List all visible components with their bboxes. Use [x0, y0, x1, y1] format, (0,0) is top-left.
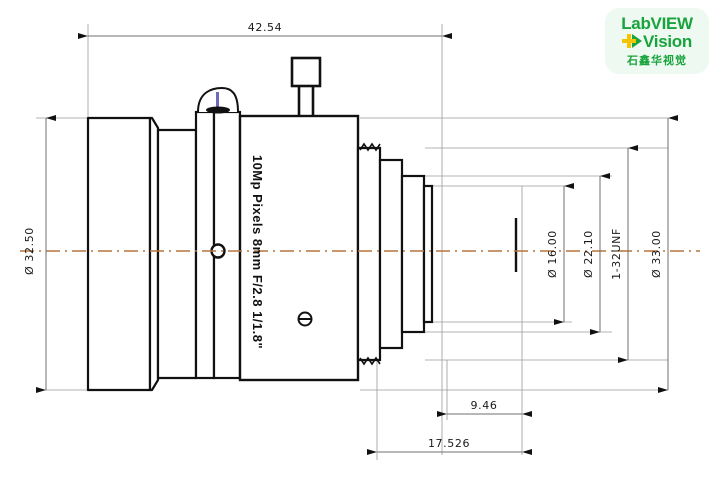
logo-vision-row: Vision: [622, 33, 692, 50]
brand-logo: LabVIEW Vision 石鑫华视觉: [605, 8, 709, 74]
dim-flange-back: 17.526: [428, 437, 470, 450]
lens-body-outline: [86, 116, 198, 392]
top-knob: [290, 56, 322, 116]
dim-flange-short: 9.46: [471, 399, 498, 412]
dim-bore-22: Ø 22.10: [582, 230, 595, 278]
plus-arrow-icon: [622, 33, 643, 49]
set-screw-icon: [197, 86, 239, 114]
logo-chinese-text: 石鑫华视觉: [627, 53, 687, 67]
dim-right-diameter: Ø 33.00: [650, 230, 663, 278]
extension-lines: [36, 24, 668, 460]
dim-overall-length: 42.54: [248, 21, 283, 34]
thread-profile: [359, 142, 381, 366]
logo-vision-text: Vision: [643, 31, 692, 51]
dim-bore-16: Ø 16.00: [546, 230, 559, 278]
barrel-engraving: 10Mp Pixels 8mm F/2.8 1/1.8": [250, 155, 265, 349]
dim-thread: 1-32UNF: [610, 228, 623, 280]
barrel-screw-lower: [297, 311, 313, 327]
threaded-mount: [356, 146, 434, 362]
dim-left-diameter: Ø 32.50: [23, 227, 36, 275]
dimension-lines: [36, 33, 678, 455]
logo-labview-text: LabVIEW: [621, 13, 693, 33]
